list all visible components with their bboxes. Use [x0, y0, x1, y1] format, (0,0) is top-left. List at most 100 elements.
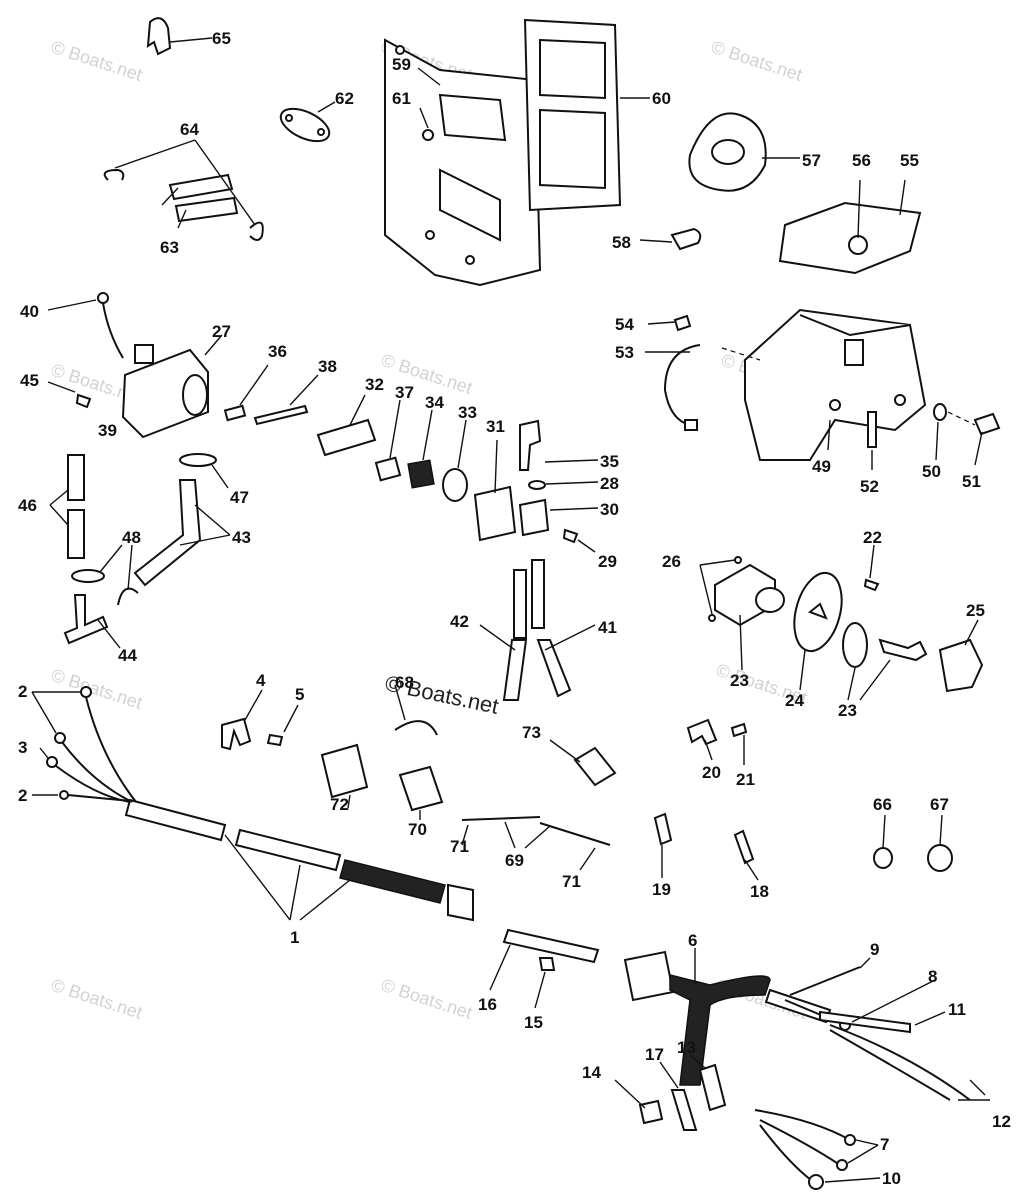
clip-4	[221, 689, 263, 751]
spring-37	[374, 399, 402, 482]
callout-26: 26	[662, 552, 681, 571]
callout-55: 55	[900, 151, 919, 170]
callout-32: 32	[365, 375, 384, 394]
terminal-19	[653, 812, 673, 878]
watermark: © Boats.net	[709, 37, 805, 85]
hoses-63-64	[103, 139, 264, 241]
watermark: © Boats.net	[379, 975, 475, 1023]
callout-3: 3	[18, 738, 27, 757]
callout-29: 29	[598, 552, 617, 571]
primer-solenoid-27	[121, 334, 223, 439]
callout-20: 20	[702, 763, 721, 782]
nut-key-23	[842, 622, 928, 701]
callout-30: 30	[600, 500, 619, 519]
plunger-38	[253, 374, 319, 426]
plug-51	[947, 411, 1001, 466]
leads-7-10	[754, 1109, 881, 1190]
callout-17: 17	[645, 1045, 664, 1064]
spring-36	[223, 364, 269, 422]
carburetor-49	[744, 308, 927, 461]
callout-65: 65	[212, 29, 231, 48]
screw-21	[730, 722, 748, 765]
callout-27: 27	[212, 322, 231, 341]
callout-12: 12	[992, 1112, 1011, 1131]
callout-43: 43	[232, 528, 251, 547]
callout-66: 66	[873, 795, 892, 814]
callout-45: 45	[20, 371, 39, 390]
callout-34: 34	[425, 393, 444, 412]
callout-51: 51	[962, 472, 981, 491]
clips-48	[71, 544, 139, 606]
gasket-62	[279, 101, 336, 143]
callout-40: 40	[20, 302, 39, 321]
callout-9: 9	[870, 940, 879, 959]
callout-52: 52	[860, 477, 879, 496]
small-parts-13-14-17	[614, 1054, 727, 1131]
callout-14: 14	[582, 1063, 601, 1082]
watermark: © Boats.net	[49, 665, 145, 713]
screw-22	[863, 544, 880, 592]
screw-29	[562, 528, 596, 553]
ignition-switch-23	[699, 556, 785, 671]
callout-54: 54	[615, 315, 634, 334]
gasket-57	[688, 112, 800, 192]
callout-58: 58	[612, 233, 631, 252]
grommet-18	[733, 829, 759, 881]
screw-52	[867, 411, 877, 470]
bracket-16-15	[489, 928, 600, 1009]
leads-8-9-11-12	[784, 957, 990, 1101]
callout-5: 5	[295, 685, 304, 704]
screw-61	[419, 107, 434, 141]
hoses-41-42	[479, 559, 596, 701]
tee-44	[63, 594, 121, 649]
callout-31: 31	[486, 417, 505, 436]
callout-21: 21	[736, 770, 755, 789]
screw-5	[266, 704, 299, 747]
spring-68	[394, 684, 438, 736]
hoses-46	[49, 454, 85, 559]
callout-44: 44	[118, 646, 137, 665]
nut-34	[407, 409, 435, 489]
callout-19: 19	[652, 880, 671, 899]
callout-39: 39	[98, 421, 117, 440]
exhaust-cover-59	[384, 38, 542, 287]
callout-56: 56	[852, 151, 871, 170]
harness-1	[124, 798, 474, 922]
callout-24: 24	[785, 691, 804, 710]
callout-53: 53	[615, 343, 634, 362]
plate-24	[793, 571, 843, 691]
washer-50	[933, 403, 947, 461]
callout-23: 23	[730, 671, 749, 690]
callout-70: 70	[408, 820, 427, 839]
callout-60: 60	[652, 89, 671, 108]
hose-43	[133, 479, 231, 587]
callout-59: 59	[392, 55, 411, 74]
clip-58	[639, 227, 702, 251]
cap-73	[549, 739, 617, 787]
callout-33: 33	[458, 403, 477, 422]
callout-labels: 65 62 64 63 59 61 60 57 56 55 58 40 27 3…	[18, 29, 1011, 1188]
leads-2-3	[31, 686, 137, 803]
callout-41: 41	[598, 618, 617, 637]
clamp-53	[645, 344, 761, 431]
callout-11: 11	[948, 1000, 966, 1019]
callout-48: 48	[122, 528, 141, 547]
clamp-20	[686, 718, 718, 761]
watermark: © Boats.net	[49, 37, 145, 85]
callout-64: 64	[180, 120, 199, 139]
callout-25: 25	[966, 601, 985, 620]
callout-28: 28	[600, 474, 619, 493]
callout-22: 22	[863, 528, 882, 547]
callout-49: 49	[812, 457, 831, 476]
watermark: © Boats.net	[379, 350, 475, 398]
callout-7: 7	[880, 1135, 889, 1154]
callout-18: 18	[750, 882, 769, 901]
callout-4: 4	[256, 671, 266, 690]
grommets-66-67	[873, 814, 953, 872]
gasket-31	[473, 439, 517, 542]
diaphragm-33	[442, 419, 468, 502]
callout-57: 57	[802, 151, 821, 170]
clip-65	[146, 17, 213, 56]
callout-63: 63	[160, 238, 179, 257]
